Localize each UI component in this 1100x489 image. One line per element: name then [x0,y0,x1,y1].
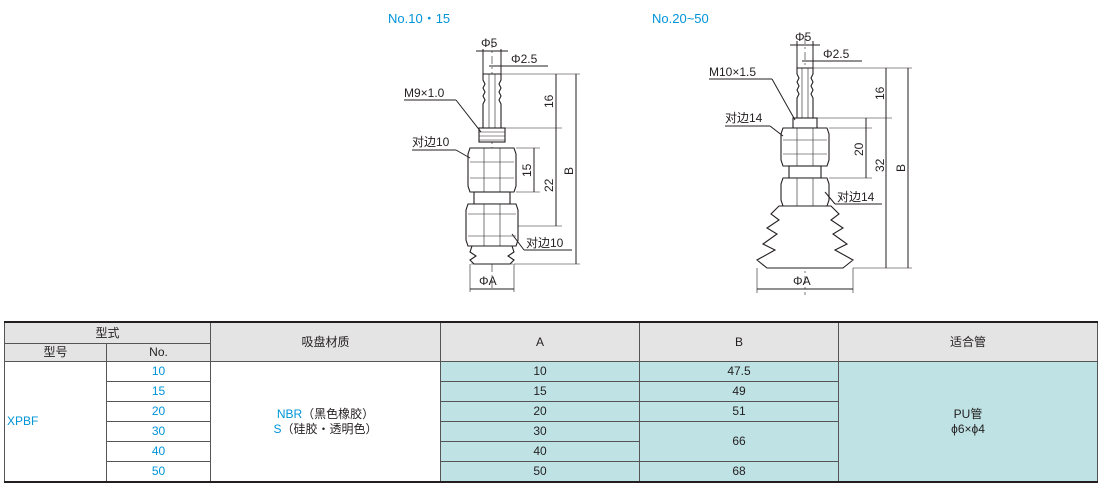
material-code-nbr: NBR [276,406,303,421]
small-hex-upper-label: 对边10 [412,135,450,149]
drawing-small-heading: No.10・15 [388,11,450,26]
small-thread-label: M9×1.0 [404,86,445,100]
large-phi2_5-label: Φ2.5 [823,47,850,61]
no-cell: 50 [105,461,212,483]
material-code-s: S [273,421,282,436]
a-cell: 15 [440,381,641,402]
small-phiA-label: ΦA [479,274,497,288]
tube-line-2: ϕ6×ϕ4 [951,421,985,436]
table-row: 30 30 66 [5,421,1098,462]
large-phi5-label: Φ5 [795,30,812,44]
material-cell: NBR（黑色橡胶） S（硅胶・透明色） [210,361,442,483]
spec-table: 型式 吸盘材质 A B 适合管 型号 No. XPBF 10 NBR（黑色橡胶）… [3,321,1099,483]
table-header-row-1: 型式 吸盘材质 A B 适合管 [3,321,1099,362]
header-tube: 适合管 [838,321,1099,362]
table-row: 20 20 51 [5,401,1098,422]
small-d22-label: 22 [542,178,556,192]
small-hex-lower-label: 对边10 [526,236,564,250]
large-d32-label: 32 [873,158,887,172]
large-hex-upper-label: 对边14 [725,111,763,125]
a-cell: 30 [440,421,641,442]
model-cell: XPBF [4,361,107,483]
drawing-large-heading: No.20~50 [652,11,709,26]
table-header-row-2: 型号 No. [4,343,1098,362]
table-row: 50 50 68 [5,461,1098,483]
b-cell: 68 [639,461,840,483]
no-cell: 20 [105,401,212,422]
material-line-2: S（硅胶・透明色） [211,422,440,437]
small-phi2_5-label: Φ2.5 [511,52,538,66]
large-hex-lower-label: 对边14 [837,190,875,204]
header-b: B [639,321,840,362]
no-cell: 30 [105,421,212,442]
drawing-large: No.20~50 Φ5 Φ2.5 M10×1.5 [652,11,912,295]
header-a: A [440,321,641,362]
a-cell: 50 [440,461,641,483]
large-d16-label: 16 [873,86,887,100]
b-cell: 66 [639,421,840,462]
small-phi5-label: Φ5 [481,36,498,50]
large-phiA-label: ΦA [793,274,811,288]
large-d20-label: 20 [852,142,866,156]
b-cell: 47.5 [639,361,840,382]
no-cell: 40 [105,441,212,462]
tube-line-1: PU管 [953,406,983,421]
b-cell: 51 [639,401,840,422]
a-cell: 40 [440,441,641,462]
small-dB-label: B [562,167,576,175]
header-type-group: 型式 [3,321,212,344]
a-cell: 10 [440,361,641,382]
table-row: XPBF 10 NBR（黑色橡胶） S（硅胶・透明色） 10 47.5 PU管 … [4,361,1099,483]
header-material: 吸盘材质 [210,321,442,362]
tube-cell: PU管 ϕ6×ϕ4 [838,361,1099,483]
material-text-nbr: （黑色橡胶） [302,406,375,421]
header-model: 型号 [4,343,107,362]
a-cell: 20 [440,401,641,422]
material-text-s: （硅胶・透明色） [281,421,378,436]
no-cell: 15 [105,381,212,402]
material-line-1: NBR（黑色橡胶） [211,407,440,422]
drawing-small: No.10・15 Φ5 Φ2.5 [388,11,580,292]
header-no: No. [105,343,212,362]
table-row: 40 40 [5,441,1098,462]
no-cell: 10 [105,361,212,382]
small-d16-label: 16 [542,94,556,108]
large-thread-label: M10×1.5 [709,65,756,79]
technical-drawings: No.10・15 Φ5 Φ2.5 [388,11,912,295]
small-d15-label: 15 [520,163,534,177]
table-row: 15 15 49 [5,381,1098,402]
large-dB-label: B [894,164,908,172]
b-cell: 49 [639,381,840,402]
